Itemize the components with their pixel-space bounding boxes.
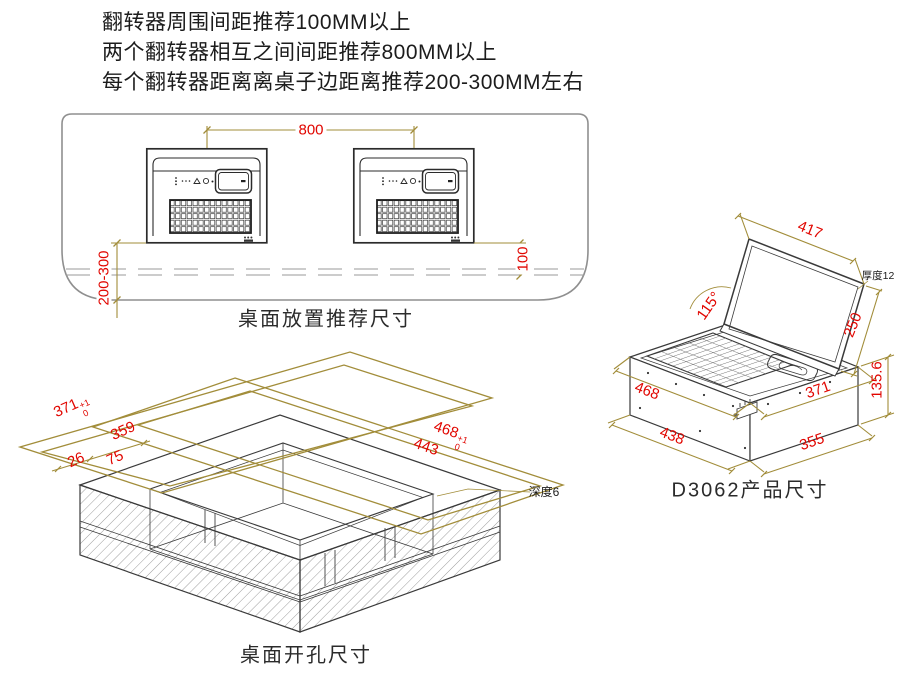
dim-438-line — [607, 414, 751, 472]
caption-product: D3062产品尺寸 — [671, 479, 829, 502]
unit-lid-outline — [152, 157, 261, 236]
tolerance-lower: 0 — [453, 440, 462, 453]
dim-417-line — [737, 213, 865, 285]
flip-unit-left — [145, 147, 268, 244]
open-angle-arc — [689, 286, 732, 310]
cutout-dimension-lines — [17, 351, 566, 535]
dimension-ticks — [54, 439, 148, 473]
desktop-dimension-lines — [111, 126, 526, 318]
tolerance-lower: 0 — [81, 407, 90, 419]
dim-label-rear-clearance: 100 — [515, 243, 532, 275]
triangle-icon — [400, 177, 408, 184]
indicator-icons — [175, 177, 214, 186]
card-reader — [421, 168, 460, 194]
dim-371-line — [749, 366, 873, 418]
caption-desktop-layout: 桌面放置推荐尺寸 — [238, 308, 414, 331]
keyboard — [169, 199, 252, 234]
thickness-label: 厚度12 — [861, 269, 895, 282]
desk-layer-lines — [79, 520, 501, 603]
flip-unit-right — [352, 147, 475, 244]
dim-355-line — [749, 424, 873, 475]
brand-logo — [451, 236, 460, 242]
product-drawing — [607, 212, 895, 478]
dim-box-359 — [39, 364, 475, 487]
note-line-2: 两个翻转器相互之间间距推荐800MM以上 — [102, 41, 498, 64]
note-line-1: 翻转器周围间距推荐100MM以上 — [102, 11, 412, 34]
depth-leader-line — [436, 488, 531, 497]
card-reader — [214, 168, 253, 194]
base-top-inner-rim — [639, 326, 849, 397]
dim-box-443 — [135, 390, 543, 521]
unit-lid-outline — [359, 157, 468, 236]
product-dimension-lines — [607, 212, 895, 478]
depth-label: 深度6 — [528, 485, 560, 499]
circle-icon — [409, 177, 417, 185]
dim-label-unit-spacing: 800 — [295, 122, 327, 138]
keyboard — [376, 199, 459, 234]
dimension-ticks — [113, 126, 524, 304]
cutout-inner-lip — [158, 449, 425, 546]
dim-250-line — [840, 285, 883, 377]
dim-box-468 — [90, 377, 566, 535]
dim-26-75-line — [51, 440, 151, 472]
dim-468-line — [613, 356, 751, 418]
dim-label-height: 135.6 — [868, 361, 886, 399]
desk-outline — [61, 113, 589, 301]
handle-recess — [767, 353, 818, 382]
cutout-drawing — [17, 351, 566, 633]
keyboard-grid — [653, 335, 786, 385]
dim-box-371 — [17, 351, 495, 494]
dimension-ticks — [608, 212, 892, 478]
note-line-3: 每个翻转器距离离桌子边距离推荐200-300MM左右 — [102, 71, 585, 94]
dim-label-front-edge: 200-300 — [96, 247, 113, 309]
indicator-icons — [382, 177, 421, 186]
circle-icon — [202, 177, 210, 185]
desktop-layout-drawing — [61, 113, 589, 318]
caption-cutout: 桌面开孔尺寸 — [240, 644, 372, 667]
brand-logo — [244, 236, 253, 242]
screen-inner-frame — [728, 245, 859, 363]
triangle-icon — [193, 177, 201, 184]
screw-dots — [638, 371, 832, 450]
thickness-leader-line — [857, 280, 869, 290]
clamp-slots — [204, 510, 396, 586]
